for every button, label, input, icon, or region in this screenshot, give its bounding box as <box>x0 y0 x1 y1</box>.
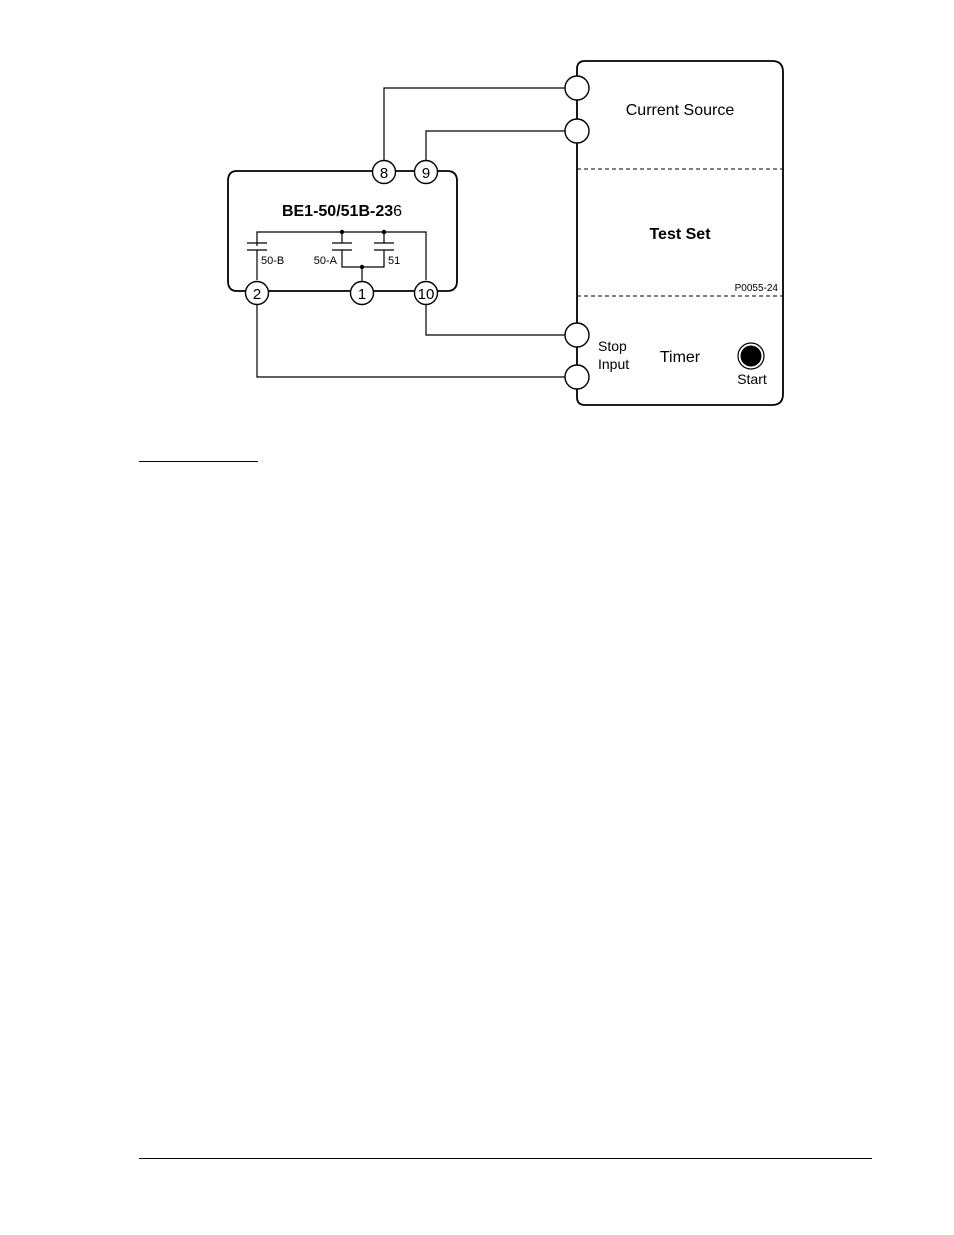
stop-input-terminal <box>564 322 590 348</box>
terminal-label: 9 <box>422 165 430 182</box>
stop-input-label-line1: Stop <box>598 338 627 354</box>
test-set-box <box>576 60 784 406</box>
junction-dot <box>359 264 365 270</box>
wire-9-to-source <box>425 130 565 160</box>
current-source-label: Current Source <box>626 102 735 119</box>
terminal-label: 1 <box>358 286 366 303</box>
contact-label-50a: 50-A <box>314 255 338 267</box>
stop-input-label-line2: Input <box>598 356 629 372</box>
relay-terminal-8 <box>371 159 397 185</box>
relay-terminal-10 <box>413 280 439 306</box>
caption-rule <box>139 461 258 462</box>
footer-rule <box>139 1158 872 1159</box>
figure-id: P0055-24 <box>735 283 779 294</box>
terminal-label: 2 <box>253 286 261 303</box>
relay-model-prefix: BE1-50/51B-23 <box>282 203 393 220</box>
current-source-terminal-1 <box>564 75 590 101</box>
relay-model-suffix: 6 <box>393 203 402 220</box>
junction-dot <box>381 229 387 235</box>
timer-common-terminal <box>564 364 590 390</box>
start-label: Start <box>737 371 767 387</box>
test-set-title: Test Set <box>649 226 711 243</box>
current-source-terminal-2 <box>564 118 590 144</box>
relay-terminal-9 <box>413 159 439 185</box>
terminal-label: 8 <box>380 165 388 182</box>
wire-10-to-stop <box>425 305 565 336</box>
relay-terminal-1 <box>349 280 375 306</box>
start-button-face <box>740 345 762 367</box>
junction-dot <box>339 229 345 235</box>
start-button <box>737 342 765 370</box>
relay-terminal-2 <box>244 280 270 306</box>
relay-model-title: BE1-50/51B-236 <box>282 203 402 220</box>
contact-label-50b: 50-B <box>261 255 284 267</box>
timer-label: Timer <box>660 349 701 366</box>
wire-2-to-timer <box>256 305 565 378</box>
wire-8-to-source <box>383 87 565 160</box>
terminal-label: 10 <box>418 286 435 303</box>
contact-label-51: 51 <box>388 255 400 267</box>
